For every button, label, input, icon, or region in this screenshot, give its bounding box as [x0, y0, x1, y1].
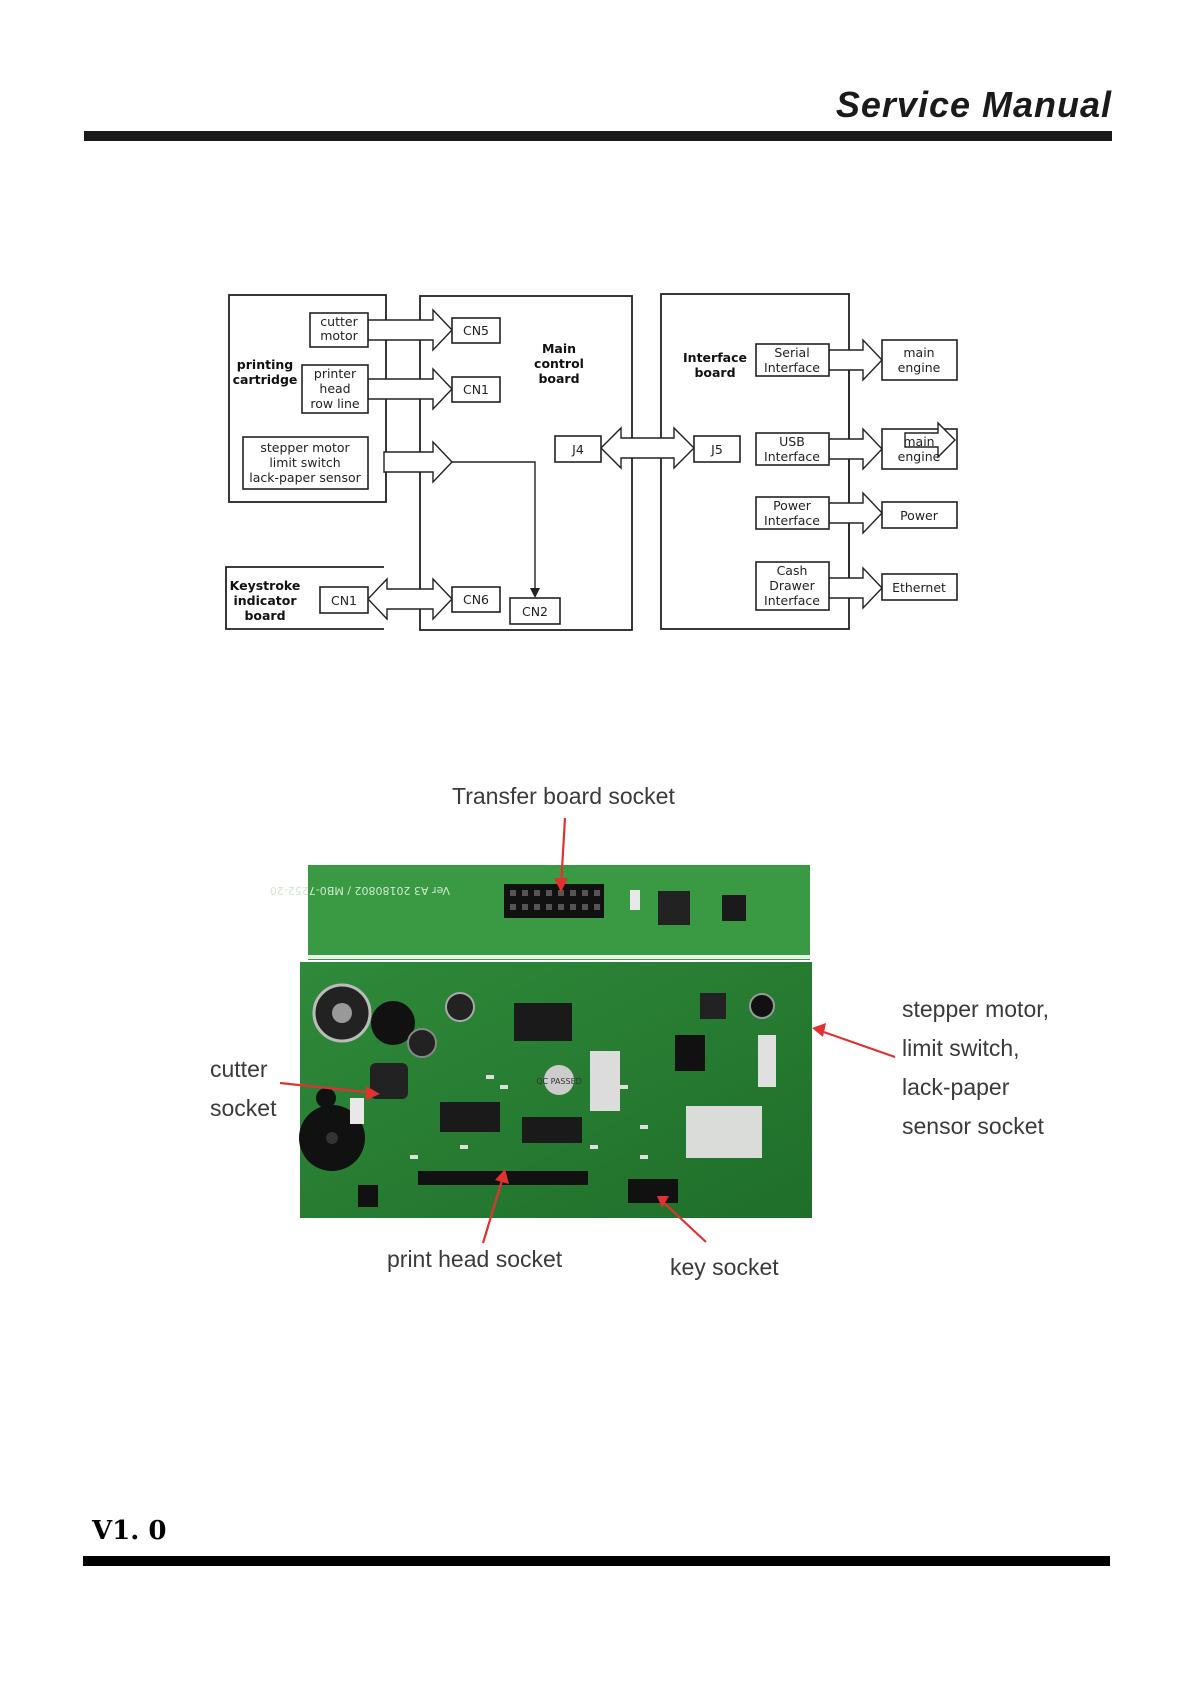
usb-interface-box: [755, 432, 830, 466]
j4-label: J4: [571, 442, 584, 457]
main-engine-1-box: [881, 339, 958, 381]
keystroke-cn1-box: [319, 586, 369, 614]
power-box: [881, 501, 958, 529]
key-socket-arrow: [661, 1200, 707, 1243]
cn2-label: CN2: [522, 604, 548, 619]
page-title: Service Manual: [835, 84, 1112, 125]
cn5-box: [451, 317, 501, 344]
cutter-socket-arrow: [279, 1081, 376, 1095]
arrow-power: [828, 491, 883, 535]
cn6-label: CN6: [463, 592, 489, 607]
arrow-ethernet: [828, 566, 883, 610]
wire-to-cn2: [452, 461, 536, 590]
j5-box: [693, 435, 741, 463]
board-silkscreen: Ver A3 20180802 / MB0-7252-20: [270, 884, 450, 897]
keystroke-board-frame: [225, 566, 384, 630]
overlap-arrow: [904, 421, 956, 459]
cn5-label: CN5: [463, 323, 489, 338]
key-socket-label: key socket: [670, 1254, 779, 1280]
cutter-socket-label: cutter socket: [210, 1056, 277, 1121]
block-diagram: .box { fill: #fff; stroke: #222; stroke-…: [225, 293, 958, 631]
keystroke-cn1-label: CN1: [331, 593, 357, 608]
stepper-socket-arrow: [817, 1028, 896, 1059]
print-head-socket-label: print head socket: [387, 1246, 563, 1272]
stepper-group-box: [242, 436, 369, 490]
power-label: Power: [900, 508, 939, 523]
j4-box: [554, 435, 602, 463]
transfer-header-socket: [504, 884, 604, 918]
cash-drawer-interface-box: [755, 561, 830, 611]
j5-label: J5: [710, 442, 723, 457]
transfer-socket-label: Transfer board socket: [452, 783, 675, 809]
power-interface-box: [755, 496, 830, 530]
cn1-label: CN1: [463, 382, 489, 397]
serial-interface-box: [755, 343, 830, 377]
print-head-socket-arrow: [481, 1176, 505, 1244]
ethernet-label: Ethernet: [892, 580, 946, 595]
cn1-box: [451, 376, 501, 403]
footer-rule: [83, 1556, 1110, 1566]
annotation-arrows: [279, 817, 896, 1244]
ethernet-box: [881, 573, 958, 601]
transfer-socket-arrow: [559, 817, 567, 887]
arrow-cn1: [367, 367, 453, 411]
header-rule: [84, 131, 1112, 141]
board-edge: [308, 955, 810, 959]
stepper-socket-label: stepper motor, limit switch, lack-paper …: [902, 996, 1050, 1139]
arrow-cn5: [367, 308, 453, 352]
printer-head-box: [301, 364, 369, 414]
cn2-box: [509, 597, 561, 625]
cn6-box: [451, 586, 501, 613]
arrow-usb: [828, 427, 883, 471]
qc-sticker-label: QC PASSED: [536, 1077, 582, 1086]
arrow-stepper: [383, 440, 453, 484]
cutter-motor-box: [309, 312, 369, 348]
footer-version: V1. 0: [92, 1516, 167, 1546]
wire-arrowhead: [530, 588, 540, 598]
arrow-serial: [828, 338, 883, 382]
